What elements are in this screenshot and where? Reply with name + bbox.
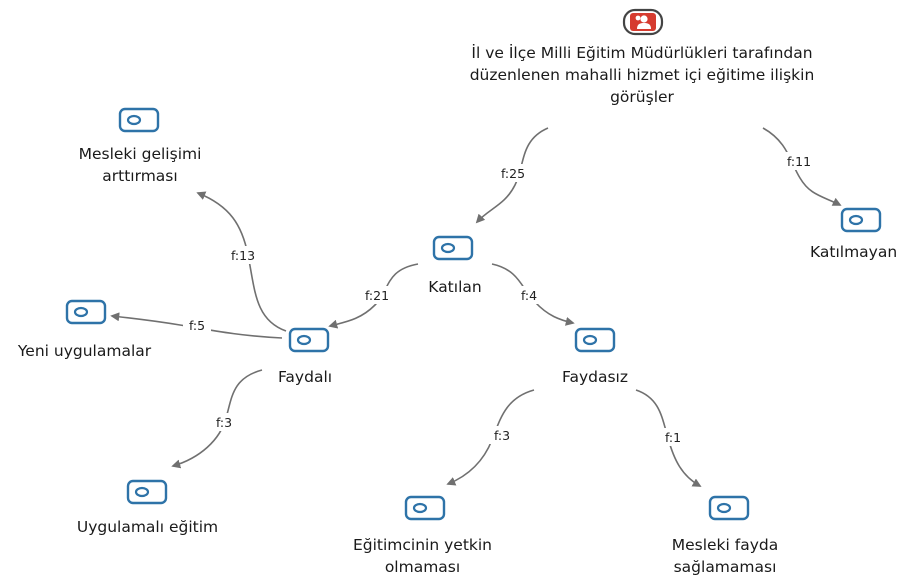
- code-icon: [65, 299, 107, 325]
- node-label-yeni-uygulamalar: Yeni uygulamalar: [17, 342, 152, 360]
- node-label-mesleki-fayda: Mesleki fayda sağlamaması: [640, 534, 810, 578]
- label-line: Eğitimcinin yetkin: [352, 536, 493, 554]
- edge-label-katilan-faydali: f:21: [365, 288, 389, 303]
- node-label-katilmayan: Katılmayan: [810, 243, 898, 261]
- code-icon: [574, 327, 616, 353]
- node-label-faydali: Faydalı: [277, 368, 333, 386]
- edge-label-faydali-uygulamali: f:3: [216, 415, 232, 430]
- edge-root-katilmayan: [762, 127, 842, 206]
- code-icon: [432, 235, 474, 261]
- label-line: sağlamaması: [673, 558, 777, 576]
- code-icon: [126, 479, 168, 505]
- code-icon: [118, 107, 160, 133]
- node-label-uygulamali-egitim: Uygulamalı eğitim: [76, 518, 219, 536]
- code-icon: [840, 207, 882, 233]
- root-label: İl ve İlçe Milli Eğitim Müdürlükleri tar…: [437, 42, 847, 108]
- label-line: Mesleki gelişimi: [78, 145, 202, 163]
- edge-root-katilan: [475, 127, 549, 224]
- edge-label-root-katilmayan: f:11: [787, 154, 811, 169]
- edge-label-faydasiz-egitimci: f:3: [494, 428, 510, 443]
- root-label-line-2: düzenlenen mahalli hizmet içi eğitime il…: [469, 66, 815, 84]
- edge-label-faydali-mesleki: f:13: [231, 248, 255, 263]
- edge-label-faydasiz-mesleki-fayda: f:1: [665, 430, 681, 445]
- edge-label-katilan-faydasiz: f:4: [521, 288, 537, 303]
- label-line: Mesleki fayda: [671, 536, 779, 554]
- code-icon: [708, 495, 750, 521]
- edge-faydali-yeni: [110, 312, 283, 339]
- node-label-faydasiz: Faydasız: [561, 368, 629, 386]
- edge-label-root-katilan: f:25: [501, 166, 525, 181]
- document-group-icon: [622, 8, 664, 36]
- edge-label-faydali-yeni: f:5: [189, 318, 205, 333]
- node-label-mesleki-gelisim: Mesleki gelişimi arttırması: [55, 143, 225, 187]
- edge-katilan-faydali: [328, 263, 419, 329]
- code-icon: [404, 495, 446, 521]
- node-label-egitimci-yetkin: Eğitimcinin yetkin olmaması: [330, 534, 515, 578]
- root-label-line-1: İl ve İlçe Milli Eğitim Müdürlükleri tar…: [471, 44, 813, 62]
- node-label-katilan: Katılan: [428, 278, 482, 296]
- code-icon: [288, 327, 330, 353]
- root-label-line-3: görüşler: [610, 88, 674, 106]
- label-line: arttırması: [102, 167, 178, 185]
- label-line: olmaması: [384, 558, 461, 576]
